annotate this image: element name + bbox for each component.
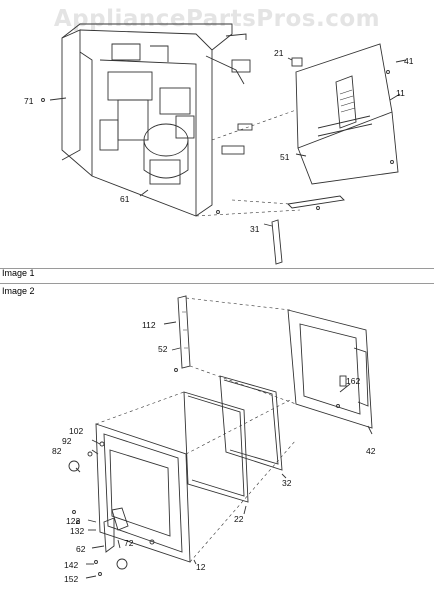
callout-162: 162 bbox=[346, 376, 361, 386]
section-divider-1 bbox=[0, 268, 434, 269]
panel-32 bbox=[219, 375, 283, 471]
callout-112: 112 bbox=[142, 320, 156, 330]
callout-52: 52 bbox=[158, 344, 168, 354]
latch-62 bbox=[103, 517, 115, 553]
part-152 bbox=[116, 558, 128, 570]
callout-12: 12 bbox=[196, 562, 206, 572]
callout-41: 41 bbox=[404, 56, 414, 66]
callout-132: 132 bbox=[70, 526, 85, 536]
callout-62: 62 bbox=[76, 544, 86, 554]
chassis-outline bbox=[61, 23, 233, 217]
callout-22: 22 bbox=[234, 514, 244, 524]
inner-door-frame bbox=[287, 309, 373, 429]
outer-door bbox=[95, 423, 191, 563]
callout-61: 61 bbox=[120, 194, 130, 204]
callout-152: 152 bbox=[64, 574, 79, 584]
callout-31: 31 bbox=[250, 224, 260, 234]
callout-11: 11 bbox=[396, 88, 405, 98]
part-21 bbox=[291, 57, 303, 67]
callout-71: 71 bbox=[24, 96, 34, 106]
callout-21: 21 bbox=[274, 48, 284, 58]
section-divider-2 bbox=[0, 283, 434, 284]
callout-122: 122 bbox=[66, 516, 81, 526]
image1-label: Image 1 bbox=[2, 268, 35, 278]
part-82 bbox=[68, 460, 80, 472]
chassis-front-left bbox=[61, 29, 81, 161]
glass-22 bbox=[183, 391, 249, 503]
callout-32: 32 bbox=[282, 478, 292, 488]
callout-42: 42 bbox=[366, 446, 376, 456]
callout-102: 102 bbox=[69, 426, 84, 436]
callout-72: 72 bbox=[124, 538, 134, 548]
latch-72 bbox=[111, 507, 129, 531]
trim-31 bbox=[271, 219, 283, 265]
callout-142: 142 bbox=[64, 560, 79, 570]
callout-92: 92 bbox=[62, 436, 72, 446]
callout-51: 51 bbox=[280, 152, 290, 162]
image2-label: Image 2 bbox=[2, 286, 35, 296]
hinge-bar bbox=[177, 295, 191, 369]
callout-82: 82 bbox=[52, 446, 62, 456]
watermark: AppliancePartsPros.com bbox=[53, 6, 381, 32]
